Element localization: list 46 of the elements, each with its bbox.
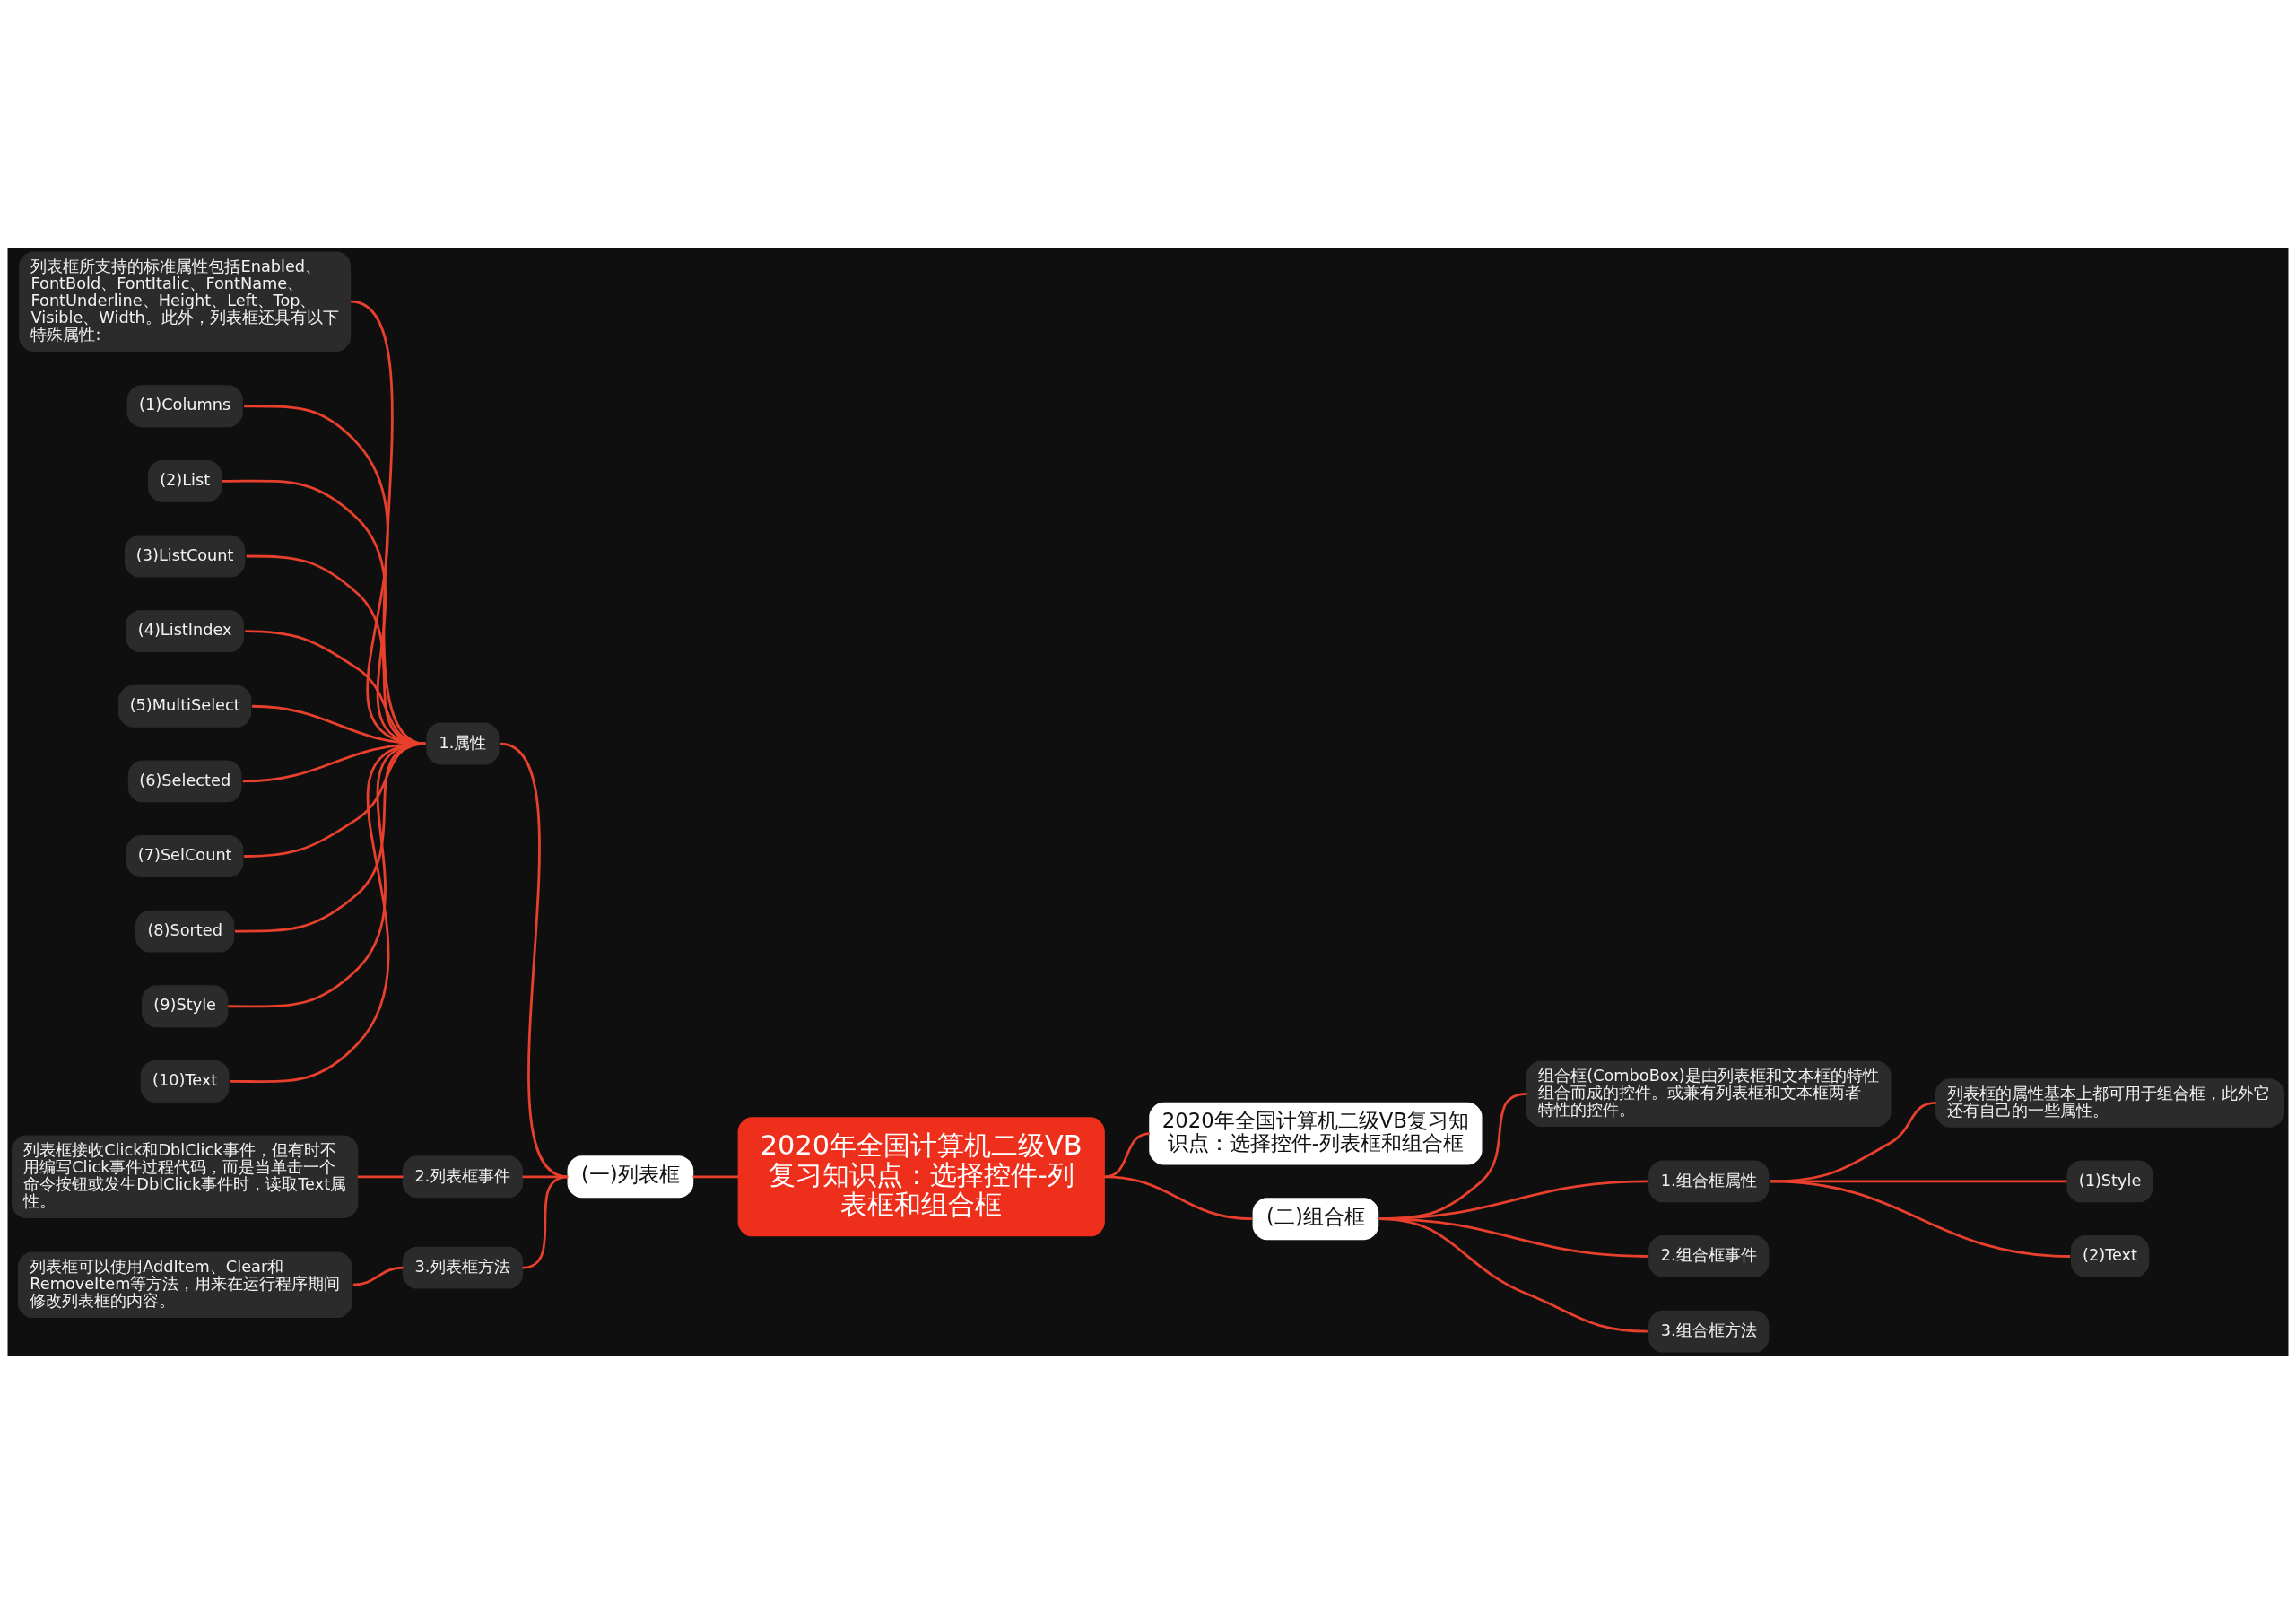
connector: [244, 405, 426, 745]
connector: [522, 1175, 569, 1269]
connector: [234, 742, 426, 933]
connector: [1770, 1180, 2067, 1183]
node-box: 列表框可以使用AddItem、Clear和RemoveItem等方法，用来在运行程序期间修改列表框的内容。: [17, 1251, 352, 1318]
node-box: 1.组合框属性: [1648, 1160, 1770, 1203]
connector: [357, 1175, 404, 1179]
connector: [228, 742, 426, 1008]
node-box: (4)ListIndex: [126, 610, 245, 653]
node-box: 组合框(ComboBox)是由列表框和文本框的特性组合而成的控件。或兼有列表框和文本框两者特性的控件。: [1526, 1060, 1892, 1128]
connector: [222, 479, 426, 745]
node-box: (10)Text: [140, 1059, 230, 1103]
connector: [1770, 1180, 2071, 1258]
node-box: (2)List: [148, 459, 222, 502]
node-box: 列表框接收Click和DblClick事件，但有时不用编写Click事件过程代码，而是当单击一个命令按钮或发生DblClick事件时，读取Text属性。: [11, 1135, 359, 1219]
node-box: (一)列表框: [567, 1155, 694, 1199]
node-box: (5)MultiSelect: [118, 684, 252, 728]
connector: [1378, 1217, 1648, 1333]
connector: [245, 630, 426, 745]
connector: [246, 554, 426, 745]
node-box: (2)Text: [2070, 1235, 2150, 1277]
connector: [352, 1266, 404, 1286]
connector: [1104, 1132, 1151, 1179]
node-box: 2020年全国计算机二级VB复习知识点：选择控件-列表框和组合框: [1149, 1102, 1483, 1165]
connector: [230, 742, 426, 1083]
node-box: (3)ListCount: [125, 535, 246, 578]
node-box: 3.列表框方法: [402, 1246, 524, 1289]
node-box: 列表框的属性基本上都可用于组合框，此外它还有自己的一些属性。: [1935, 1078, 2285, 1128]
connector: [244, 742, 426, 858]
node-box: (7)SelCount: [126, 835, 244, 877]
node-box: (1)Style: [2066, 1160, 2153, 1203]
connector: [500, 742, 569, 1179]
connector: [1104, 1175, 1252, 1221]
node-box: 2.列表框事件: [402, 1155, 524, 1199]
node-box: (1)Columns: [126, 385, 243, 428]
node-box: (9)Style: [142, 985, 229, 1028]
node-box: 列表框所支持的标准属性包括Enabled、FontBold、FontItalic、FontName、FontUnderline、Height、Left、Top、Visible、Width。此外，列表框还具有以下特殊属性:: [19, 251, 352, 352]
node-box: 3.组合框方法: [1648, 1310, 1770, 1353]
node-box: (二)组合框: [1252, 1198, 1379, 1241]
node-box: 2.组合框事件: [1648, 1235, 1770, 1277]
connector: [692, 1175, 739, 1179]
node-box: (6)Selected: [127, 760, 242, 803]
connector: [522, 1175, 569, 1179]
node-box: 2020年全国计算机二级VB复习知识点：选择控件-列表框和组合框: [737, 1117, 1105, 1237]
node-box: (8)Sorted: [135, 910, 235, 953]
node-box: 1.属性: [426, 722, 500, 765]
